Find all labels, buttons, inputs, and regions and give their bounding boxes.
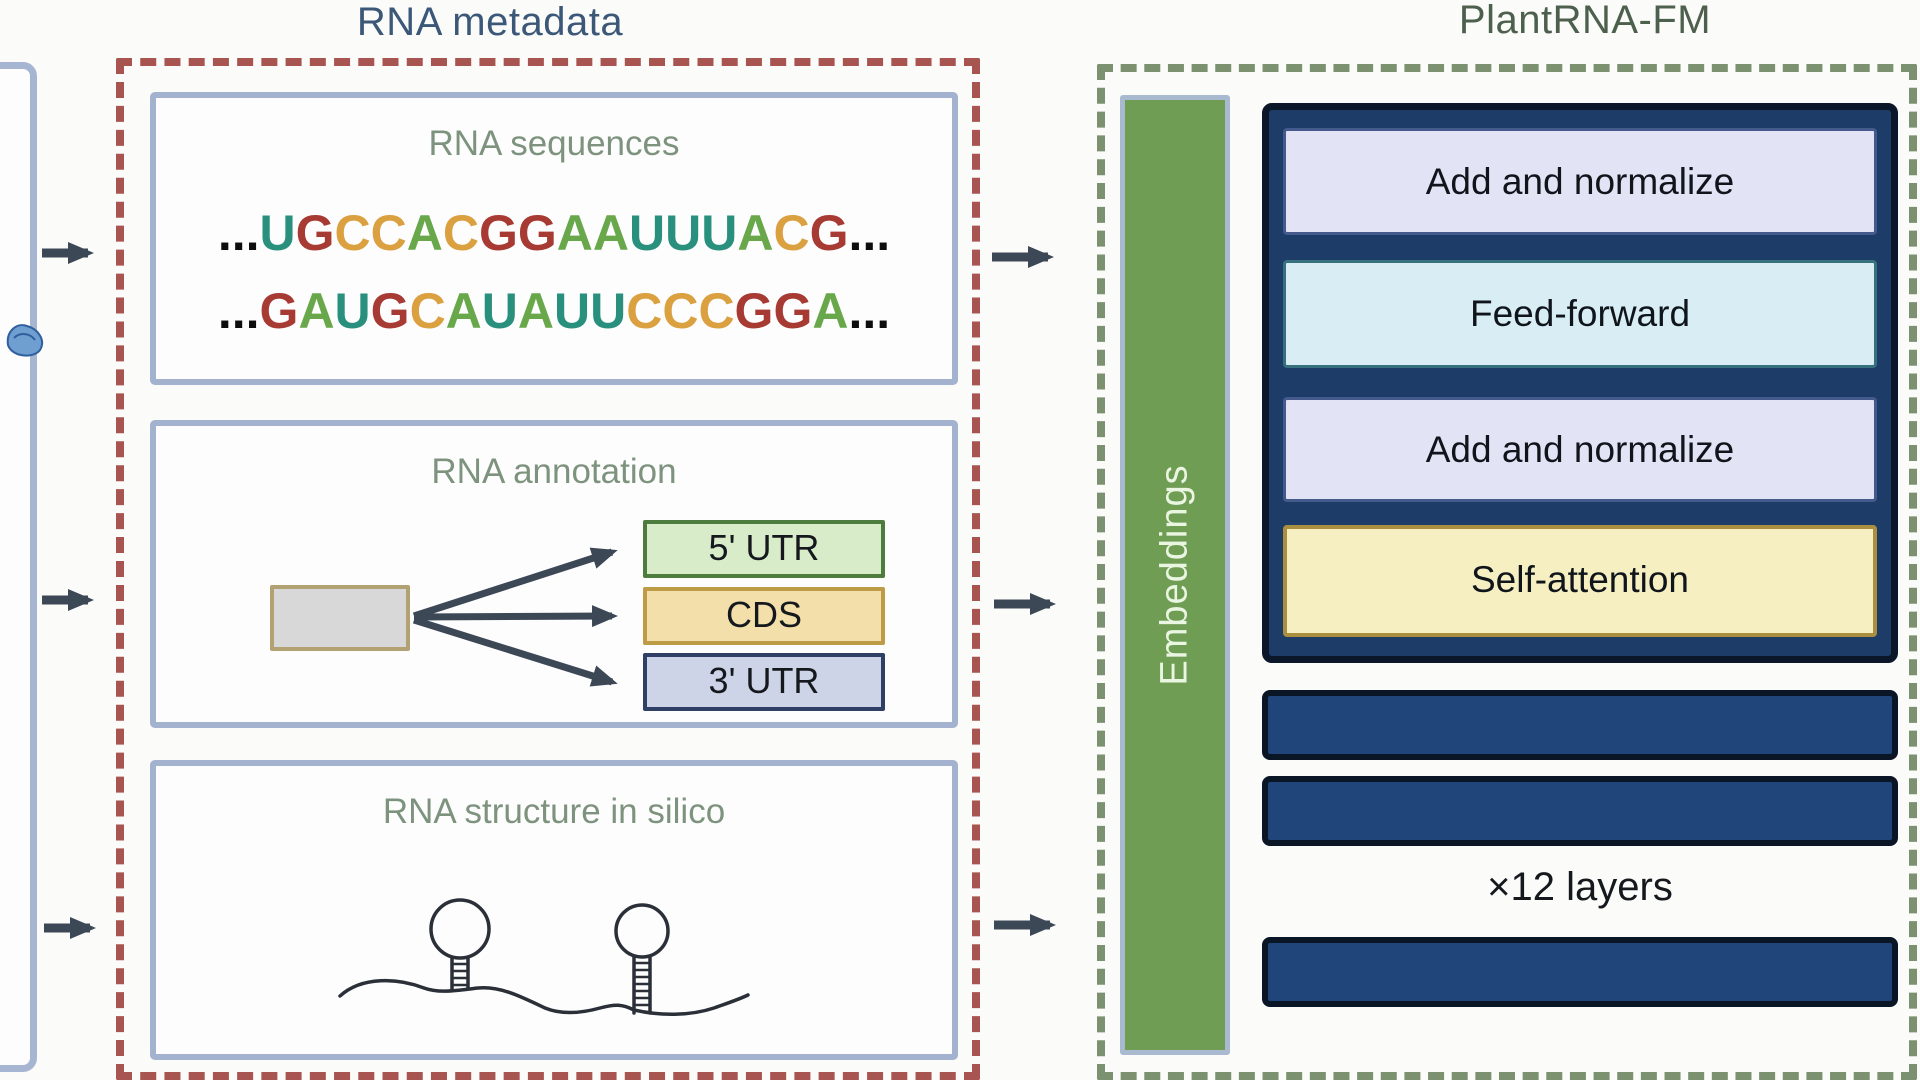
flow-arrows-left [42,242,96,939]
plantrna-fm-group-border [1097,64,1917,1080]
rna-annotation-panel: RNA annotation 5' UTR CDS 3' UTR [150,420,958,728]
embeddings-bar: Embeddings [1120,95,1230,1055]
rna-annotation-title: RNA annotation [431,452,677,491]
region-cds-box: CDS [643,587,885,645]
rna-structure-panel: RNA structure in silico [150,760,958,1060]
add-normalize-block-1: Add and normalize [1283,128,1877,235]
layers-count-label: ×12 layers [1487,865,1673,909]
rna-sequence-line-2: ...GAUGCAUAUUCCCGGA... [217,283,891,339]
flow-arrows-to-model [992,246,1056,936]
region-3utr-box: 3' UTR [643,653,885,711]
embeddings-label: Embeddings [1153,464,1196,686]
rna-sequence-line-1: ...UGCCACGGAAUUUACG... [217,205,891,261]
rna-sequences-panel: RNA sequences ...UGCCACGGAAUUUACG... ...… [150,92,958,385]
metadata-section-title: RNA metadata [356,0,624,44]
transformer-layer-box: Add and normalize Feed-forward Add and n… [1262,103,1898,663]
region-5utr-box: 5' UTR [643,520,885,578]
rna-sequences-title: RNA sequences [428,124,680,163]
rna-metadata-group-border [116,58,980,1080]
feed-forward-block: Feed-forward [1283,260,1877,368]
stacked-layer-bar-3 [1262,937,1898,1007]
add-normalize-block-2: Add and normalize [1283,397,1877,502]
offscreen-source-box [0,62,37,1072]
self-attention-block: Self-attention [1283,525,1877,637]
rna-structure-title: RNA structure in silico [382,792,726,831]
model-section-title: PlantRNA-FM [1458,0,1712,42]
stacked-layer-bar-1 [1262,690,1898,760]
stacked-layer-bar-2 [1262,776,1898,846]
transcript-box [270,585,410,651]
